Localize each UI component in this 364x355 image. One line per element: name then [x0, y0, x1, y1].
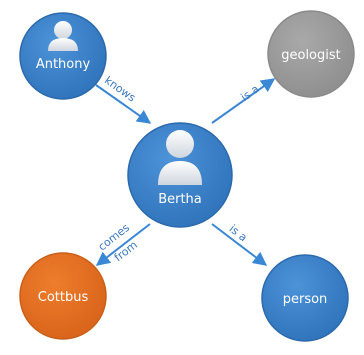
node-bertha[interactable]: Bertha — [127, 122, 233, 228]
node-label-person: person — [283, 292, 328, 307]
edge-anthony-bertha: knows — [95, 74, 152, 124]
node-label-cottbus: Cottbus — [38, 290, 89, 305]
edge-bertha-geologist: is a — [211, 78, 276, 124]
person-icon — [48, 21, 78, 51]
edge-bertha-person: is a — [211, 222, 268, 266]
person-icon — [158, 130, 202, 185]
node-label-bertha: Bertha — [158, 192, 202, 207]
node-anthony[interactable]: Anthony — [19, 12, 107, 100]
node-label-anthony: Anthony — [36, 57, 91, 72]
edge-bertha-cottbus: comes from — [96, 221, 151, 266]
edge-label-is-a-person: is a — [227, 222, 250, 244]
edge-label-knows: knows — [102, 74, 138, 105]
node-geologist[interactable]: geologist — [267, 10, 355, 98]
node-person[interactable]: person — [261, 254, 349, 342]
node-label-geologist: geologist — [281, 48, 341, 63]
node-cottbus[interactable]: Cottbus — [19, 252, 107, 340]
